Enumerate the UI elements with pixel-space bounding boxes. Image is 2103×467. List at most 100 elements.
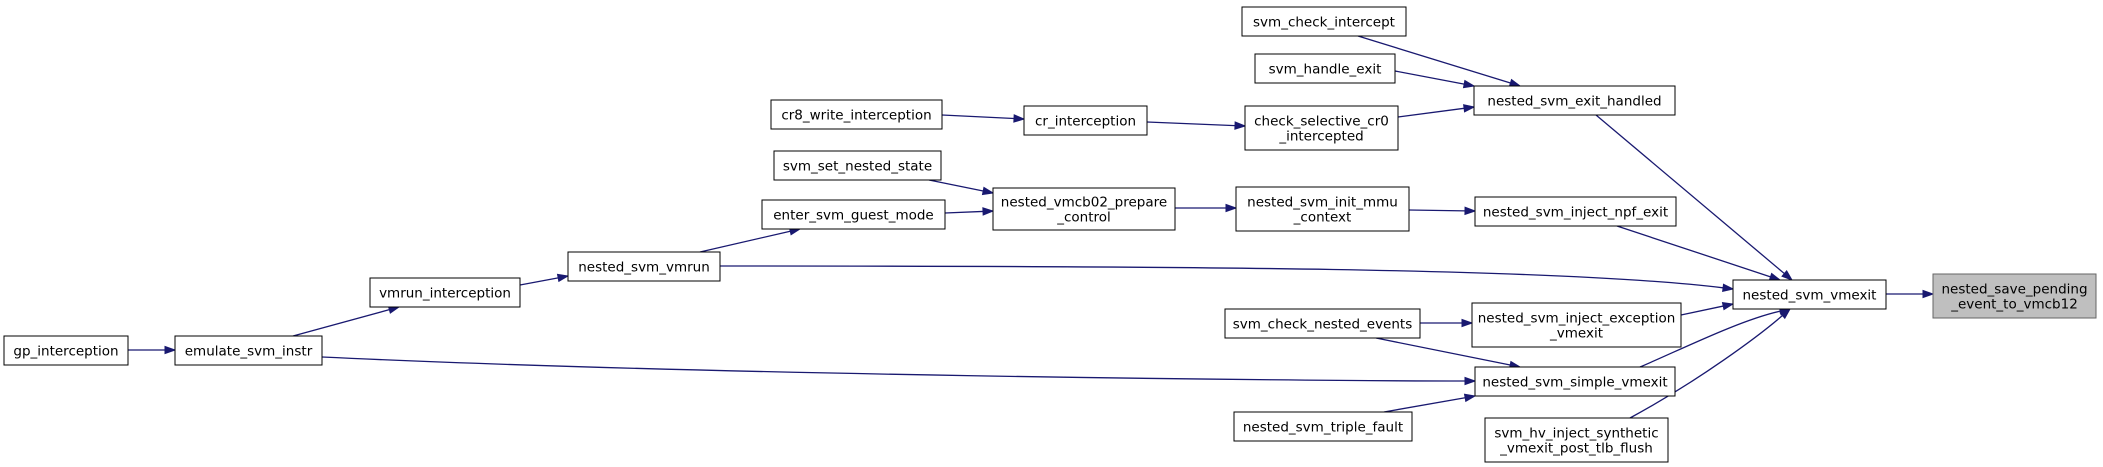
edge-gp_interception-to-emulate_svm_instr — [128, 345, 177, 355]
node-label: svm_hv_inject_synthetic — [1494, 426, 1658, 442]
node-svm-hv-inject-synthetic-vmexit-post-tlb-flush[interactable]: svm_hv_inject_synthetic_vmexit_post_tlb_… — [1484, 417, 1669, 463]
node-box[interactable] — [1235, 186, 1410, 232]
edge-arrowhead — [982, 207, 995, 216]
edge-nested_svm_triple_fault-to-nested_svm_simple_vmexit — [1383, 393, 1477, 413]
edge-emulate_svm_instr-to-nested_svm_simple_vmexit — [321, 356, 1477, 386]
node-box[interactable] — [1224, 308, 1421, 339]
node-box[interactable] — [1471, 302, 1682, 348]
edge-check_selective_cr0_intercepted-to-nested_svm_exit_handled — [1397, 104, 1476, 118]
edge-line — [1394, 70, 1465, 85]
node-box[interactable] — [174, 335, 323, 366]
node-label: nested_svm_inject_npf_exit — [1483, 205, 1668, 221]
edge-arrowhead — [1922, 289, 1935, 299]
edge-vmrun_interception-to-nested_svm_vmrun — [519, 273, 570, 286]
edge-svm_set_nested_state-to-nested_vmcb02_prepare_control — [928, 179, 995, 196]
node-root[interactable]: nested_save_pending_event_to_vmcb12 — [1932, 273, 2097, 319]
node-box[interactable] — [761, 199, 946, 230]
edge-line — [1408, 209, 1466, 212]
edge-line — [699, 230, 791, 253]
node-box[interactable] — [1484, 417, 1669, 463]
node-label: _context — [1293, 210, 1352, 226]
edge-line — [1595, 114, 1785, 275]
edge-line — [1629, 315, 1783, 419]
node-vmrun-interception[interactable]: vmrun_interception — [369, 277, 521, 308]
edge-line — [941, 114, 1015, 120]
edge-line — [719, 265, 1724, 289]
node-cr-interception[interactable]: cr_interception — [1023, 105, 1148, 136]
node-label: _vmexit — [1549, 326, 1603, 342]
node-label: nested_svm_init_mmu — [1247, 195, 1398, 211]
nodes-layer: nested_save_pending_event_to_vmcb12neste… — [3, 6, 2097, 463]
edge-arrowhead — [1781, 269, 1794, 281]
edge-arrowhead — [981, 186, 995, 196]
node-gp-interception[interactable]: gp_interception — [3, 335, 129, 366]
edge-line — [1639, 310, 1781, 368]
node-nested-vmcb02-prepare-control[interactable]: nested_vmcb02_prepare_control — [992, 187, 1176, 231]
node-label: enter_svm_guest_mode — [773, 208, 933, 224]
node-box[interactable] — [1732, 279, 1887, 310]
node-box[interactable] — [3, 335, 129, 366]
edge-line — [1146, 121, 1236, 127]
node-label: nested_svm_simple_vmexit — [1482, 375, 1667, 391]
node-box[interactable] — [567, 251, 721, 282]
node-label: vmrun_interception — [379, 286, 511, 302]
edge-line — [1397, 107, 1465, 118]
edge-arrowhead — [1234, 121, 1247, 130]
edge-line — [1357, 35, 1511, 84]
node-label: _vmexit_post_tlb_flush — [1499, 441, 1653, 457]
node-svm-handle-exit[interactable]: svm_handle_exit — [1254, 53, 1396, 84]
edge-nested_svm_vmrun-to-nested_svm_vmexit — [719, 265, 1735, 293]
edge-arrowhead — [1464, 376, 1477, 386]
node-label: svm_check_nested_events — [1233, 317, 1413, 333]
node-box[interactable] — [1244, 105, 1399, 151]
node-nested-svm-inject-exception-vmexit[interactable]: nested_svm_inject_exception_vmexit — [1471, 302, 1682, 348]
node-nested-svm-vmrun[interactable]: nested_svm_vmrun — [567, 251, 721, 282]
node-enter-svm-guest-mode[interactable]: enter_svm_guest_mode — [761, 199, 946, 230]
node-svm-set-nested-state[interactable]: svm_set_nested_state — [773, 150, 942, 181]
edge-arrowhead — [1463, 393, 1477, 403]
node-label: cr_interception — [1035, 114, 1136, 130]
edge-svm_check_intercept-to-nested_svm_exit_handled — [1357, 35, 1522, 88]
node-nested-svm-exit-handled[interactable]: nested_svm_exit_handled — [1473, 85, 1676, 116]
edge-nested_vmcb02_prepare_control-to-nested_svm_init_mmu_context — [1175, 203, 1238, 213]
node-emulate-svm-instr[interactable]: emulate_svm_instr — [174, 335, 323, 366]
node-cr8-write-interception[interactable]: cr8_write_interception — [770, 99, 943, 130]
node-box[interactable] — [1254, 53, 1396, 84]
node-label: nested_svm_triple_fault — [1243, 420, 1403, 436]
edge-nested_svm_inject_exception_vmexit-to-nested_svm_vmexit — [1680, 301, 1735, 316]
node-box[interactable] — [1473, 85, 1676, 116]
node-box[interactable] — [1233, 411, 1413, 442]
node-nested-svm-init-mmu-context[interactable]: nested_svm_init_mmu_context — [1235, 186, 1410, 232]
node-nested-svm-vmexit[interactable]: nested_svm_vmexit — [1732, 279, 1887, 310]
edge-arrowhead — [1013, 114, 1026, 123]
node-nested-svm-simple-vmexit[interactable]: nested_svm_simple_vmexit — [1474, 366, 1676, 397]
node-nested-svm-triple-fault[interactable]: nested_svm_triple_fault — [1233, 411, 1413, 442]
node-box[interactable] — [773, 150, 942, 181]
node-box[interactable] — [369, 277, 521, 308]
node-label: cr8_write_interception — [781, 108, 931, 124]
node-label: nested_svm_exit_handled — [1487, 94, 1661, 110]
node-label: _control — [1056, 210, 1111, 226]
node-label: check_selective_cr0 — [1254, 114, 1389, 130]
node-check-selective-cr0-intercepted[interactable]: check_selective_cr0_intercepted — [1244, 105, 1399, 151]
node-box[interactable] — [1241, 6, 1407, 37]
node-svm-check-nested-events[interactable]: svm_check_nested_events — [1224, 308, 1421, 339]
node-box[interactable] — [1023, 105, 1148, 136]
edge-arrowhead — [1225, 203, 1238, 213]
edge-svm_hv_inject_synthetic_vmexit_post_tlb_flush-to-nested_svm_vmexit — [1629, 308, 1792, 419]
edge-nested_svm_vmexit-to-root — [1886, 289, 1935, 299]
edge-arrowhead — [1464, 206, 1477, 216]
node-svm-check-intercept[interactable]: svm_check_intercept — [1241, 6, 1407, 37]
node-box[interactable] — [770, 99, 943, 130]
edge-arrowhead — [1722, 283, 1735, 293]
edge-arrowhead — [556, 273, 570, 283]
edge-cr8_write_interception-to-cr_interception — [941, 114, 1026, 123]
node-box[interactable] — [1474, 196, 1677, 227]
node-nested-svm-inject-npf-exit[interactable]: nested_svm_inject_npf_exit — [1474, 196, 1677, 227]
node-label: nested_svm_vmrun — [578, 260, 710, 276]
node-box[interactable] — [1474, 366, 1676, 397]
node-box[interactable] — [1932, 273, 2097, 319]
node-box[interactable] — [992, 187, 1176, 231]
